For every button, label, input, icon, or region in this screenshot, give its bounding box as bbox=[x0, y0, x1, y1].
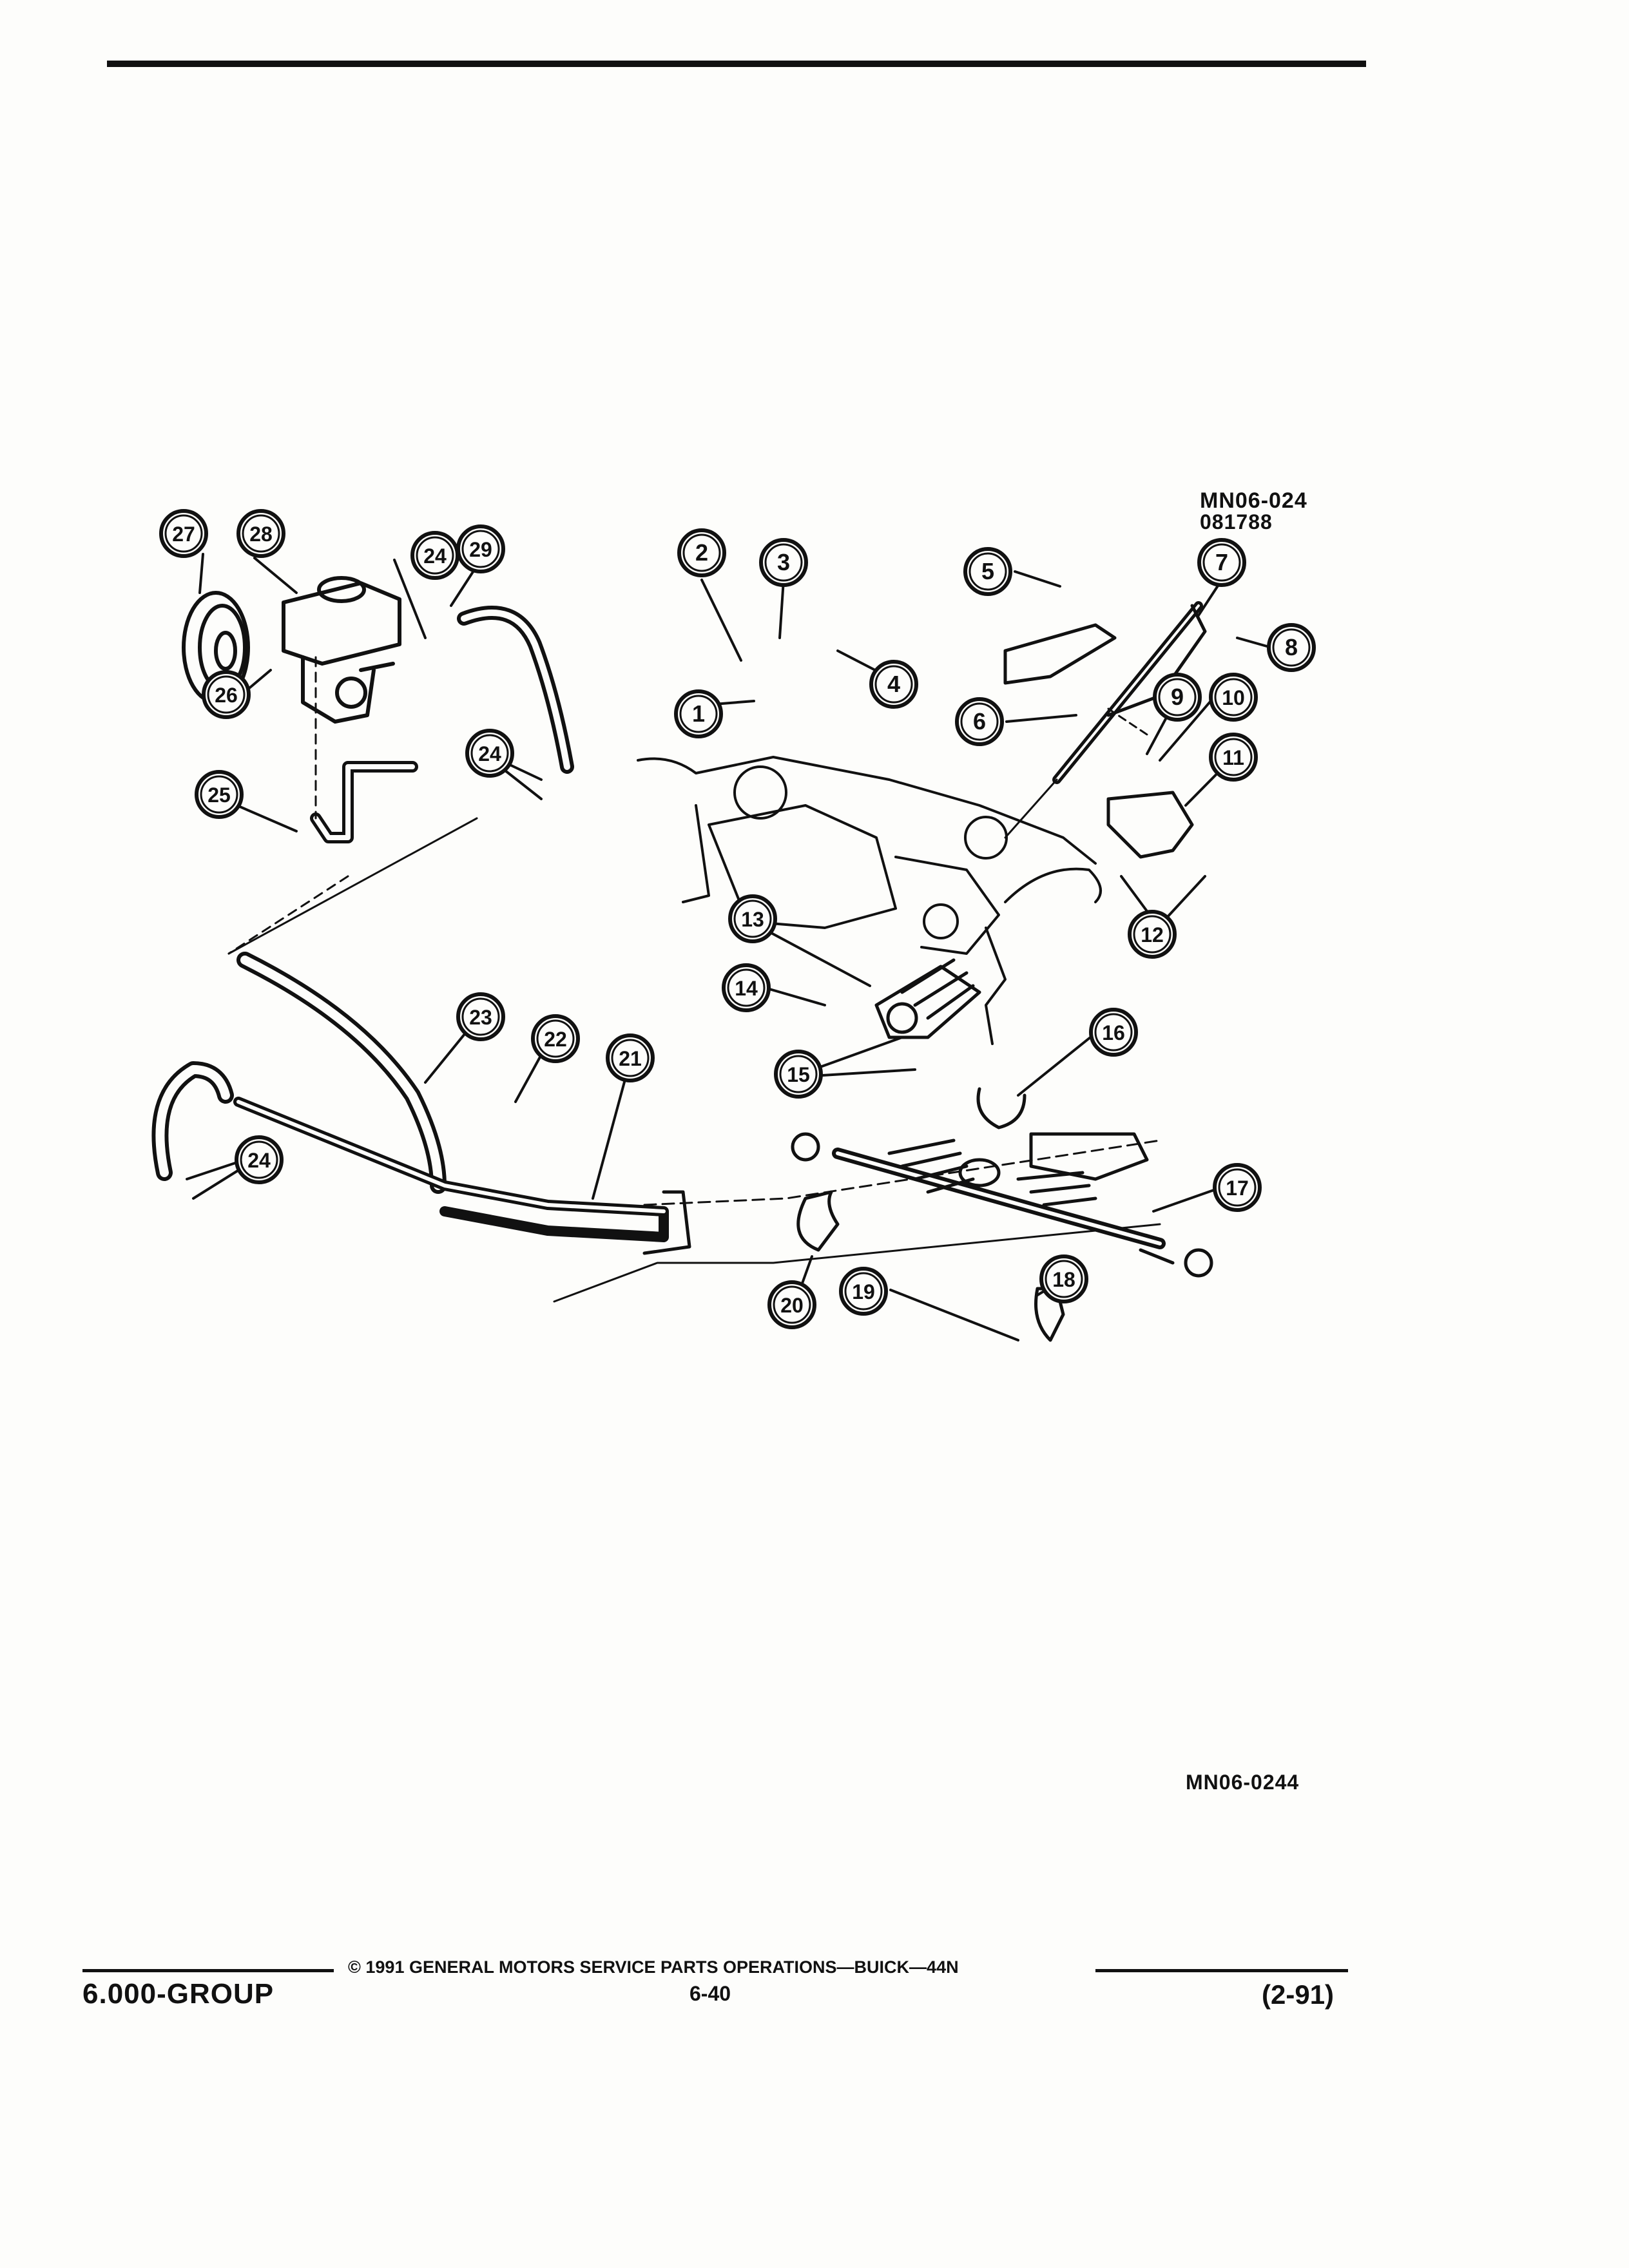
footer-page-number: 6-40 bbox=[689, 1982, 731, 2005]
footer-copyright: © 1991 GENERAL MOTORS SERVICE PARTS OPER… bbox=[348, 1957, 959, 1977]
callout-13: 13 bbox=[728, 894, 777, 943]
callout-label: 11 bbox=[1222, 746, 1244, 769]
callout-label: 6 bbox=[973, 708, 986, 735]
footer-rule-left bbox=[82, 1969, 334, 1972]
callout-label: 13 bbox=[741, 908, 764, 931]
leader-lines bbox=[186, 553, 1273, 1341]
figure-code: MN06-024 bbox=[1200, 488, 1307, 513]
callout-label: 7 bbox=[1215, 549, 1228, 575]
callout-29: 29 bbox=[456, 524, 505, 573]
callout-9: 9 bbox=[1153, 673, 1202, 722]
callout-1: 1 bbox=[674, 689, 723, 738]
callout-24: 24 bbox=[235, 1135, 284, 1184]
callout-label: 24 bbox=[478, 742, 501, 765]
callout-label: 16 bbox=[1102, 1021, 1125, 1044]
pump-pressure-pipe bbox=[310, 761, 418, 843]
insulator-20 bbox=[796, 1190, 840, 1252]
callout-label: 17 bbox=[1226, 1177, 1249, 1200]
callout-label: 24 bbox=[247, 1149, 271, 1172]
insulator-16 bbox=[976, 1087, 1027, 1129]
rack-and-pinion-assembly bbox=[791, 1132, 1213, 1278]
callout-label: 1 bbox=[692, 700, 705, 727]
top-rule bbox=[107, 61, 1366, 67]
callout-label: 28 bbox=[249, 523, 273, 546]
callout-label: 24 bbox=[423, 544, 447, 568]
clamp-18 bbox=[1034, 1287, 1065, 1342]
callout-label: 12 bbox=[1141, 923, 1164, 947]
callout-label: 29 bbox=[469, 538, 492, 561]
callout-label: 14 bbox=[735, 977, 758, 1000]
date-code: 081788 bbox=[1200, 510, 1273, 533]
footer-rule-right bbox=[1095, 1969, 1348, 1972]
callout-label: 27 bbox=[172, 523, 195, 546]
callout-label: 9 bbox=[1171, 684, 1184, 710]
callout-label: 4 bbox=[887, 671, 900, 697]
callout-label: 20 bbox=[780, 1294, 804, 1317]
callout-25: 25 bbox=[195, 770, 244, 819]
callout-2: 2 bbox=[677, 528, 726, 577]
callout-24: 24 bbox=[410, 531, 459, 580]
lower-bracket bbox=[1106, 791, 1194, 859]
callout-19: 19 bbox=[839, 1267, 888, 1316]
column-bracket bbox=[1003, 623, 1117, 685]
callout-12: 12 bbox=[1128, 910, 1177, 959]
footer-group: 6.000-GROUP bbox=[82, 1978, 275, 2010]
callout-label: 26 bbox=[215, 684, 238, 707]
callout-10: 10 bbox=[1209, 673, 1258, 722]
callout-18: 18 bbox=[1039, 1254, 1088, 1303]
callout-28: 28 bbox=[236, 509, 285, 558]
callout-label: 3 bbox=[777, 549, 790, 575]
callout-21: 21 bbox=[606, 1033, 655, 1082]
callout-label: 21 bbox=[619, 1047, 642, 1070]
callout-label: 25 bbox=[207, 783, 231, 807]
callout-label: 2 bbox=[695, 539, 708, 566]
footer-revision: (2-91) bbox=[1262, 1979, 1335, 2010]
callout-27: 27 bbox=[159, 509, 208, 558]
callout-3: 3 bbox=[759, 538, 808, 587]
callout-11: 11 bbox=[1209, 733, 1258, 782]
callout-5: 5 bbox=[963, 547, 1012, 596]
callout-label: 23 bbox=[469, 1006, 492, 1029]
callout-17: 17 bbox=[1213, 1163, 1262, 1212]
callout-26: 26 bbox=[202, 670, 251, 719]
callout-label: 8 bbox=[1285, 634, 1298, 660]
callout-4: 4 bbox=[869, 660, 918, 709]
callout-8: 8 bbox=[1267, 623, 1316, 672]
callout-label: 5 bbox=[981, 558, 994, 584]
firewall-outline bbox=[637, 756, 1102, 1045]
callout-22: 22 bbox=[531, 1014, 580, 1063]
callout-label: 19 bbox=[852, 1280, 875, 1303]
steering-boot bbox=[874, 958, 981, 1039]
power-steering-pump bbox=[182, 576, 401, 724]
callout-label: 22 bbox=[544, 1028, 567, 1051]
callout-16: 16 bbox=[1089, 1008, 1138, 1057]
callout-23: 23 bbox=[456, 992, 505, 1041]
intermediate-shaft bbox=[1004, 601, 1207, 839]
callout-label: 18 bbox=[1052, 1268, 1075, 1291]
callout-label: 15 bbox=[787, 1063, 810, 1086]
figure-footer-code: MN06-0244 bbox=[1186, 1771, 1300, 1794]
callout-label: 10 bbox=[1222, 686, 1245, 709]
callout-15: 15 bbox=[774, 1050, 823, 1099]
callout-6: 6 bbox=[955, 697, 1004, 746]
callout-7: 7 bbox=[1197, 538, 1246, 587]
callout-24: 24 bbox=[465, 729, 514, 778]
callout-20: 20 bbox=[767, 1280, 816, 1329]
callout-14: 14 bbox=[722, 963, 771, 1012]
